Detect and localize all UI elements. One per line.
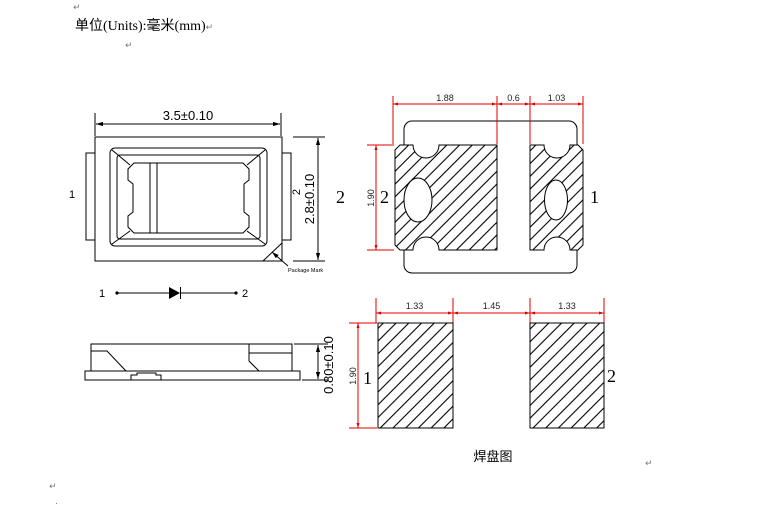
bevel-top-left: [111, 149, 131, 166]
footprint-height-label: 1.90: [348, 367, 358, 385]
side-bevel-left: [91, 350, 127, 372]
package-mark-label: Package Mark: [288, 268, 323, 274]
side-bevel-right: [248, 352, 292, 372]
paragraph-mark-top: ↵: [73, 3, 81, 13]
pad-width-label-1: 1.88: [436, 93, 454, 103]
footprint-pin-right: 2: [607, 366, 616, 386]
footprint-pad-right: [529, 322, 605, 429]
side-lead-notch: [130, 372, 162, 380]
polarity-pin-right: 2: [242, 288, 248, 300]
units-label: 单位(Units):毫米(mm): [75, 17, 206, 34]
pad-pin-left-inner: 2: [380, 187, 389, 207]
paragraph-mark-bottom-dot: .: [55, 497, 58, 507]
bevel-top-right: [246, 149, 266, 166]
pad-right-hole: [544, 179, 568, 221]
polarity-pin-left: 1: [99, 288, 105, 300]
side-lead-strip: [84, 370, 301, 381]
paragraph-mark-bottom-right: ↵: [645, 459, 653, 469]
bevel-bottom-left: [111, 230, 131, 245]
width-dimension-label: 2.8±0.10: [302, 174, 317, 225]
footprint-pin-left: 1: [363, 368, 372, 388]
pad-width-label-3: 1.03: [548, 93, 566, 103]
pad-height-label: 1.90: [366, 189, 376, 207]
right-lead-tab: [281, 152, 292, 241]
footprint-width-label-2: 1.45: [483, 301, 501, 311]
polarity-symbol: 1 2: [99, 287, 248, 300]
footprint-pad-left: [377, 322, 454, 429]
pad-left-hole: [403, 177, 433, 223]
side-body: [90, 343, 293, 372]
pad-width-label-2: 0.6: [507, 93, 520, 103]
left-lead-tab: [85, 152, 96, 241]
height-dimension-label: 0.80±0.10: [321, 336, 336, 394]
footprint-width-label-1: 1.33: [406, 301, 424, 311]
pad-pin-left-outer: 2: [336, 187, 345, 207]
reflector-frame-inner: [116, 154, 261, 240]
footprint-width-label-3: 1.33: [558, 301, 576, 311]
pad-left: [394, 144, 498, 251]
paragraph-mark-bottom-left: ↵: [49, 482, 57, 492]
bevel-bottom-right: [246, 230, 266, 245]
top-view-pin-left: 1: [69, 189, 75, 201]
footprint-caption: 焊盘图: [473, 449, 512, 465]
solder-pad-footprint: 1.33 1.45 1.33 1.90 1 2 焊盘图: [348, 298, 616, 465]
polarity-dot-right: [234, 291, 238, 295]
top-view-pin-right: 2: [291, 189, 303, 195]
units-header: 单位(Units):毫米(mm)↵: [75, 17, 213, 34]
package-mark-leader: [271, 251, 289, 267]
diode-triangle-icon: [169, 287, 180, 299]
lens-cavity: [127, 162, 250, 234]
pad-layout: 1.88 0.6 1.03 1.90 2 2 1: [336, 93, 599, 274]
units-paragraph-mark: ↵: [206, 23, 214, 33]
reflector-frame-outer: [109, 147, 268, 247]
paragraph-mark-below-header: ↵: [125, 41, 133, 51]
length-dimension-label: 3.5±0.10: [163, 108, 214, 123]
side-view: 0.80±0.10: [84, 336, 336, 394]
package-body: [94, 136, 283, 262]
pad-pin-right: 1: [590, 187, 599, 207]
top-view: 3.5±0.10 Package Mark 2.8±0.10 2 1: [69, 108, 325, 274]
